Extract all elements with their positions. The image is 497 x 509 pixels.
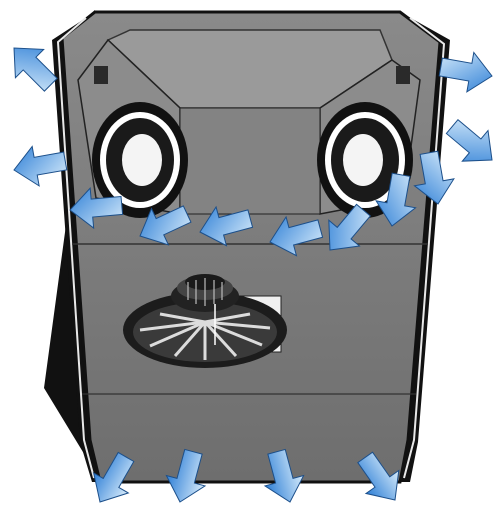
left-speaker-cone	[122, 134, 162, 186]
cabinet-enclosure	[44, 10, 450, 482]
right-speaker-cone	[343, 134, 383, 186]
airflow-arrow	[439, 111, 497, 175]
